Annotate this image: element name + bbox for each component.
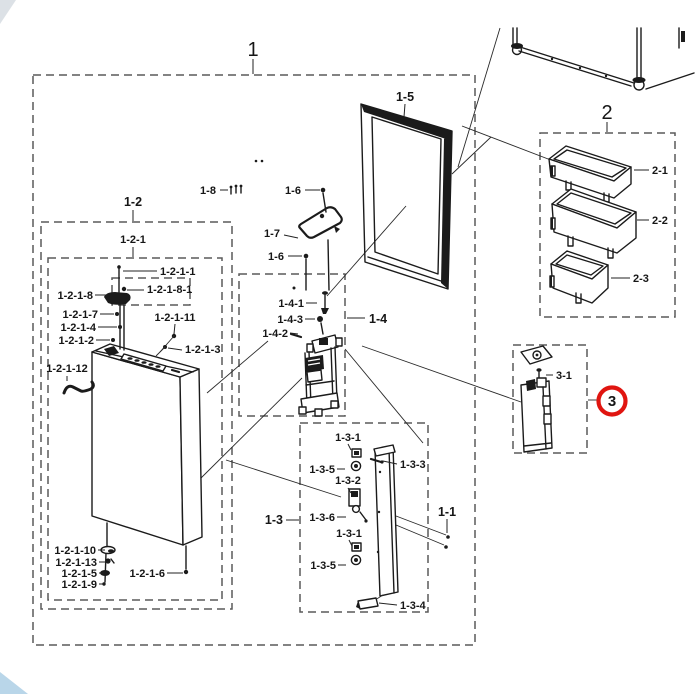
top-screws-and-cover xyxy=(229,159,343,291)
label-1-4[interactable]: 1-4 xyxy=(369,312,387,326)
label-1-3-1-bottom[interactable]: 1-3-1 xyxy=(336,528,362,540)
label-1-2-1-2[interactable]: 1-2-1-2 xyxy=(59,335,94,347)
label-1-6-top[interactable]: 1-6 xyxy=(285,185,301,197)
group-1-boundary xyxy=(32,74,476,646)
door-display-slots xyxy=(127,357,181,374)
label-2-3[interactable]: 2-3 xyxy=(633,273,649,285)
leader-lines xyxy=(198,27,557,546)
label-1-2-1-8[interactable]: 1-2-1-8 xyxy=(58,290,93,302)
door-gasket-drawing xyxy=(360,103,453,290)
label-1-2-1-4[interactable]: 1-2-1-4 xyxy=(61,322,97,334)
label-1-3-6[interactable]: 1-3-6 xyxy=(309,512,335,524)
door-panel-drawing xyxy=(91,343,203,546)
label-1-4-1[interactable]: 1-4-1 xyxy=(278,298,304,310)
water-filter-drawing xyxy=(520,345,553,453)
bin-2-1 xyxy=(548,145,632,203)
label-1-2-1-1[interactable]: 1-2-1-1 xyxy=(160,266,195,278)
label-1-3-4[interactable]: 1-3-4 xyxy=(400,600,427,612)
door-bins-drawing xyxy=(548,145,637,304)
part-labels: 1 2 1-5 1-8 1-6 1-7 1-6 1-2 1-2-1 1-2-1-… xyxy=(46,39,668,612)
group-1-4-boundary xyxy=(238,273,346,417)
label-1-3-5-top[interactable]: 1-3-5 xyxy=(309,464,335,476)
label-1-3-2[interactable]: 1-3-2 xyxy=(335,475,361,487)
label-1-6-bottom[interactable]: 1-6 xyxy=(268,251,284,263)
group-1-2-1-8-1-boundary xyxy=(111,277,191,306)
label-1-3[interactable]: 1-3 xyxy=(265,513,283,527)
group-1-2-1-boundary xyxy=(47,257,223,601)
label-1-2-1[interactable]: 1-2-1 xyxy=(120,234,146,246)
group-1-3-boundary xyxy=(299,422,429,613)
hinge-set-bottom xyxy=(350,542,362,566)
label-1-2-1-3[interactable]: 1-2-1-3 xyxy=(185,344,220,356)
label-1-2-1-6[interactable]: 1-2-1-6 xyxy=(130,568,165,580)
label-1-2-1-5[interactable]: 1-2-1-5 xyxy=(62,568,97,580)
rail-assembly-drawing xyxy=(348,444,450,610)
label-1-2-1-10[interactable]: 1-2-1-10 xyxy=(54,545,96,557)
bin-2-2 xyxy=(550,188,637,259)
label-1-3-1-top[interactable]: 1-3-1 xyxy=(335,432,361,444)
highlight-circle-icon[interactable] xyxy=(596,385,628,417)
door-hinge-parts xyxy=(62,265,189,586)
label-group-2[interactable]: 2 xyxy=(601,102,612,124)
label-1-1[interactable]: 1-1 xyxy=(438,505,456,519)
cover-cap-1-7 xyxy=(298,206,343,239)
tube-hook-icon xyxy=(62,380,95,395)
bin-2-3 xyxy=(549,250,609,304)
group-2-boundary xyxy=(539,132,676,318)
label-1-2-1-11[interactable]: 1-2-1-11 xyxy=(155,312,196,324)
label-1-3-5-bottom[interactable]: 1-3-5 xyxy=(310,560,336,572)
screw-set-1-8 xyxy=(229,184,243,195)
label-group-3[interactable]: 3 xyxy=(608,393,616,410)
hinge-set-top xyxy=(350,448,362,472)
label-1-2-1-12[interactable]: 1-2-1-12 xyxy=(46,363,88,375)
label-1-8[interactable]: 1-8 xyxy=(200,185,216,197)
page-corner-top-left xyxy=(0,0,16,24)
group-boundaries xyxy=(32,74,676,646)
page-corner-bottom-left xyxy=(0,672,28,694)
label-1-2-1-7[interactable]: 1-2-1-7 xyxy=(63,309,98,321)
dispenser-assembly-drawing xyxy=(289,291,343,417)
selected-part-marker[interactable]: 3 xyxy=(588,385,628,417)
label-1-4-2[interactable]: 1-4-2 xyxy=(262,328,288,340)
label-1-7[interactable]: 1-7 xyxy=(264,228,280,240)
callout-ticks xyxy=(66,59,649,606)
hinge-set-middle xyxy=(348,488,368,523)
group-1-2-boundary xyxy=(40,221,233,610)
label-1-2-1-9[interactable]: 1-2-1-9 xyxy=(62,579,97,591)
refrigerator-cabinet-sketch xyxy=(511,27,695,91)
label-1-3-3[interactable]: 1-3-3 xyxy=(400,459,426,471)
label-3-1[interactable]: 3-1 xyxy=(556,370,572,382)
label-1-2-1-13[interactable]: 1-2-1-13 xyxy=(55,557,97,569)
label-group-1[interactable]: 1 xyxy=(247,39,258,61)
label-1-5[interactable]: 1-5 xyxy=(396,90,414,104)
hinge-bracket-icon xyxy=(104,292,131,305)
label-1-2-1-8-1[interactable]: 1-2-1-8-1 xyxy=(147,284,192,296)
label-2-2[interactable]: 2-2 xyxy=(652,215,668,227)
label-1-2[interactable]: 1-2 xyxy=(124,195,142,209)
label-1-4-3[interactable]: 1-4-3 xyxy=(277,314,303,326)
label-2-1[interactable]: 2-1 xyxy=(652,165,668,177)
